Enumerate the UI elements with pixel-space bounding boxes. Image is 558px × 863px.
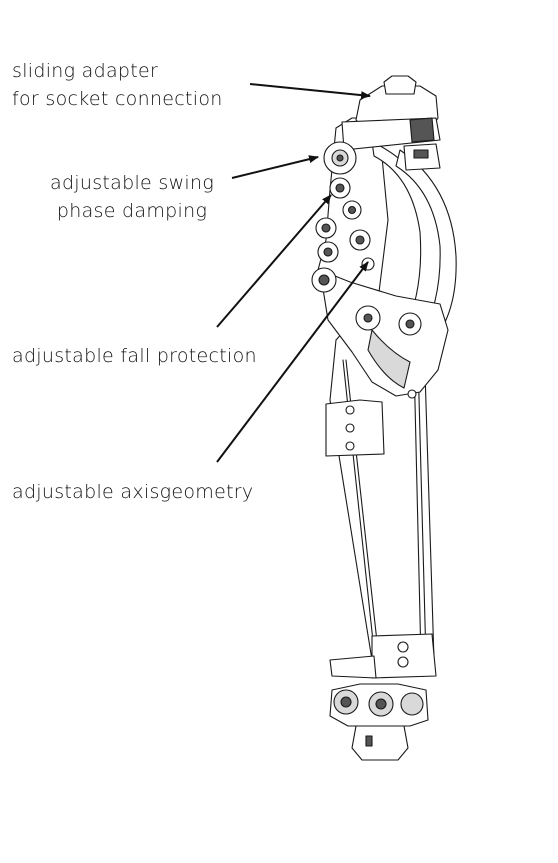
label-line: adjustable swing	[50, 172, 215, 194]
label-line: phase damping	[56, 200, 208, 222]
prosthesis-drawing	[311, 75, 457, 761]
arrow-sliding-adapter	[249, 83, 371, 100]
label-line: adjustable fall protection	[12, 345, 257, 367]
callout-arrows	[216, 83, 371, 463]
arrow-fall-protection	[216, 194, 332, 328]
screw	[397, 656, 409, 668]
screw	[345, 423, 355, 433]
screw	[345, 441, 355, 451]
label-line: sliding adapter	[12, 60, 159, 82]
label-axis-geometry: adjustable axisgeometry	[12, 478, 253, 506]
arrow-axis-geometry	[216, 261, 369, 463]
lower-clamp	[371, 633, 437, 679]
screw	[345, 405, 355, 415]
screw	[397, 641, 409, 653]
label-line: for socket connection	[12, 88, 223, 110]
label-fall-protection: adjustable fall protection	[12, 342, 257, 370]
adapter-cap	[383, 75, 417, 95]
label-line: adjustable axisgeometry	[12, 481, 254, 503]
knee-housing	[319, 269, 449, 397]
arrow-swing-phase	[231, 155, 319, 179]
pyramid-adapter	[351, 725, 409, 761]
upper-clamp	[325, 399, 385, 457]
label-sliding-adapter: sliding adapter for socket connection	[12, 57, 223, 113]
label-swing-phase-damping: adjustable swing phase damping	[50, 169, 214, 225]
